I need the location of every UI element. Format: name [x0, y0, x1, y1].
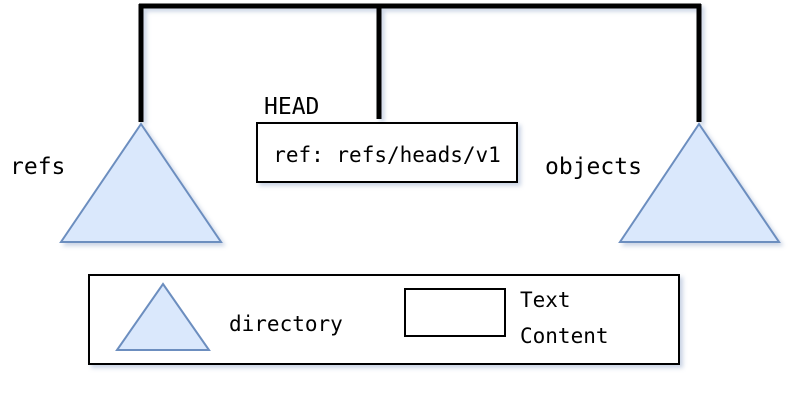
tree-connectors [138, 3, 702, 122]
legend-text-content-label-line1: Text [520, 288, 571, 312]
head-label: HEAD [264, 94, 319, 120]
legend-directory-label: directory [229, 312, 343, 336]
head-content-box [256, 122, 518, 183]
legend: directory Text Content [88, 274, 680, 365]
head-node[interactable]: HEAD ref: refs/heads/v1 [256, 94, 518, 183]
objects-directory-icon [618, 122, 781, 243]
refs-directory-icon [59, 122, 223, 243]
legend-text-content-label-line2: Content [520, 324, 609, 348]
legend-directory-icon [115, 282, 211, 351]
legend-text-content-box [404, 288, 506, 337]
refs-label: refs [10, 154, 65, 180]
objects-label: objects [545, 154, 642, 180]
refs-node[interactable]: refs [10, 122, 223, 243]
objects-node[interactable]: objects [545, 122, 781, 243]
head-content-text: ref: refs/heads/v1 [273, 143, 501, 167]
